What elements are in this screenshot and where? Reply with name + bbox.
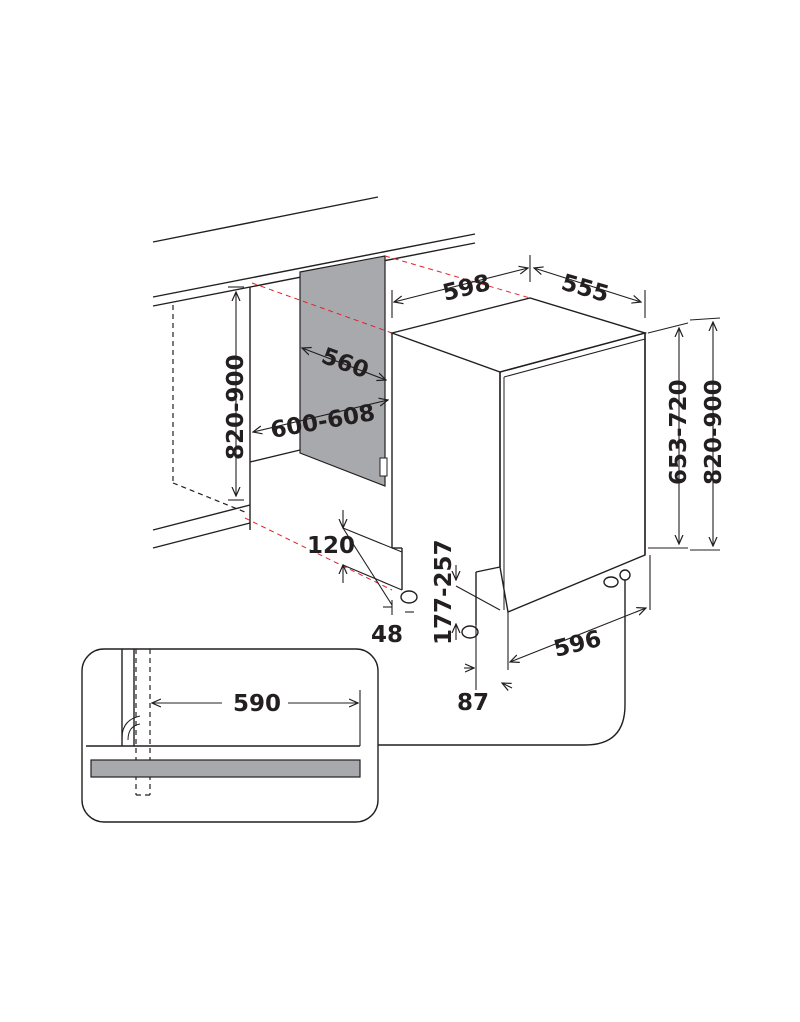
inner-width-label: 590 bbox=[233, 691, 281, 717]
plinth-height-label: 120 bbox=[307, 533, 355, 559]
dimension-lines bbox=[228, 255, 721, 690]
dishwasher-door bbox=[499, 332, 646, 613]
door-height-label: 653-720 bbox=[666, 379, 692, 485]
foot-offset-label: 48 bbox=[371, 622, 403, 648]
door-recess-label: 87 bbox=[457, 690, 489, 716]
dishwasher-body bbox=[389, 297, 648, 625]
appliance-depth-label: 555 bbox=[558, 270, 611, 308]
cabinet-height-label: 820-900 bbox=[223, 354, 249, 460]
adjustable-gap-label: 177-257 bbox=[431, 539, 457, 645]
door-width-label: 596 bbox=[551, 626, 604, 663]
callout-connector bbox=[378, 580, 626, 746]
appliance-width-label: 598 bbox=[440, 270, 493, 307]
foot-front bbox=[461, 625, 479, 639]
foot-right bbox=[603, 576, 619, 588]
detail-inset bbox=[81, 648, 379, 823]
appliance-height-label: 820-900 bbox=[701, 379, 727, 485]
foot-left bbox=[400, 590, 418, 604]
niche-panel-bracket bbox=[379, 457, 388, 477]
adjust-screw bbox=[619, 569, 631, 581]
inset-gray-panel bbox=[90, 759, 361, 778]
